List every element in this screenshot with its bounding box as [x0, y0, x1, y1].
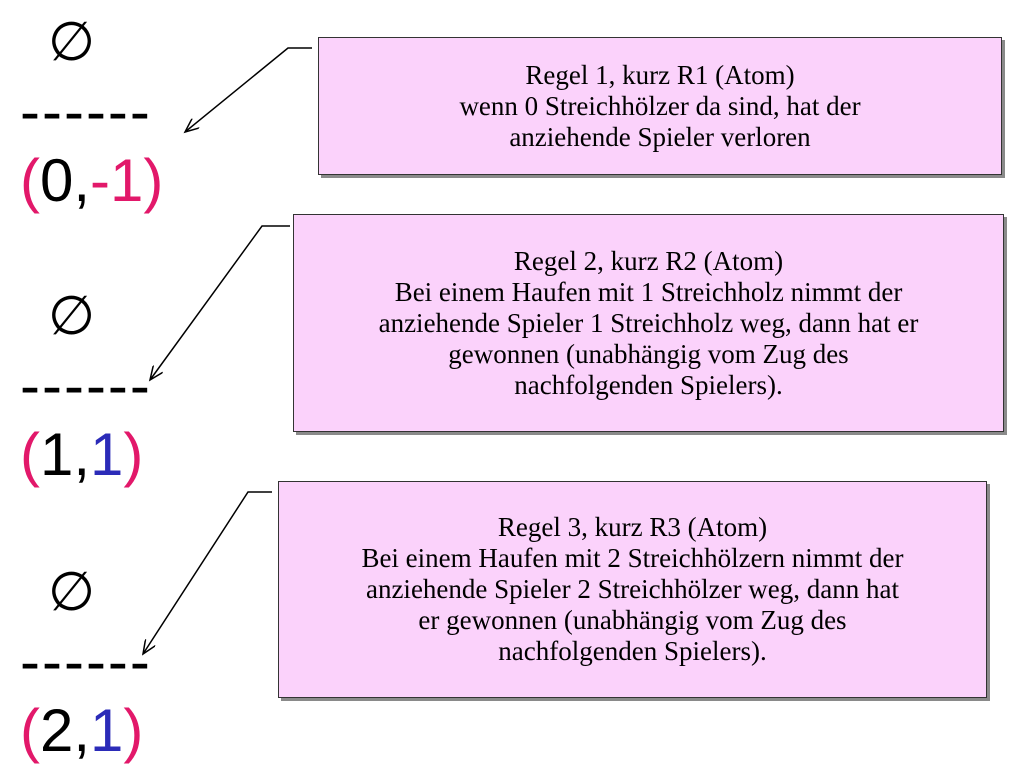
rule-2-line-2: anziehende Spieler 1 Streichholz weg, da… [378, 307, 919, 338]
rule-2-line-1: Bei einem Haufen mit 1 Streichholz nimmt… [394, 276, 903, 307]
rule-2-title: Regel 2, kurz R2 (Atom) [513, 245, 784, 276]
rule-3-line-2: anziehende Spieler 2 Streichhölzer weg, … [365, 574, 900, 604]
position-pair-2: (1,1) [20, 420, 143, 490]
separator-line-1: ------ [20, 78, 152, 145]
rule-3-box: Regel 3, kurz R3 (Atom) Bei einem Haufen… [278, 481, 987, 698]
arrow-rule-2 [150, 225, 290, 380]
rule-3-line-3: er gewonnen (unabhängig vom Zug des [418, 605, 847, 635]
open-paren: ( [20, 147, 40, 214]
open-paren: ( [20, 697, 40, 764]
rule-3-line-4: nachfolgenden Spielers). [498, 636, 767, 666]
separator-line-3: ------ [20, 628, 152, 695]
pair-comma: , [73, 421, 91, 488]
rule-2-line-4: nachfolgenden Spielers). [514, 369, 783, 400]
pair-first-value: 0 [39, 147, 74, 214]
pair-second-value: -1 [90, 147, 144, 214]
rule-1-title: Regel 1, kurz R1 (Atom) [525, 59, 795, 90]
rule-1-line-2: anziehende Spieler verloren [509, 121, 811, 152]
empty-set-symbol-3: ∅ [48, 560, 96, 623]
pair-first-value: 2 [39, 697, 74, 764]
arrow-rule-3 [143, 491, 272, 654]
open-paren: ( [20, 421, 40, 488]
pair-second-value: 1 [90, 697, 124, 764]
close-paren: ) [123, 421, 144, 488]
rule-3-title: Regel 3, kurz R3 (Atom) [497, 512, 768, 542]
pair-second-value: 1 [90, 421, 124, 488]
close-paren: ) [143, 147, 164, 214]
position-pair-1: (0,-1) [20, 146, 163, 216]
rule-2-line-3: gewonnen (unabhängig vom Zug des [448, 338, 849, 369]
empty-set-symbol-1: ∅ [48, 10, 96, 73]
empty-set-symbol-2: ∅ [48, 284, 96, 347]
close-paren: ) [123, 697, 144, 764]
position-pair-3: (2,1) [20, 696, 143, 766]
separator-line-2: ------ [20, 352, 152, 419]
rule-1-line-1: wenn 0 Streichhölzer da sind, hat der [459, 90, 861, 121]
pair-comma: , [73, 697, 91, 764]
arrow-rule-1 [185, 47, 312, 132]
pair-first-value: 1 [39, 421, 74, 488]
rule-2-box: Regel 2, kurz R2 (Atom) Bei einem Haufen… [293, 214, 1004, 432]
rule-3-line-1: Bei einem Haufen mit 2 Streichhölzern ni… [361, 543, 904, 573]
rule-1-box: Regel 1, kurz R1 (Atom) wenn 0 Streichhö… [318, 37, 1002, 175]
pair-comma: , [73, 147, 91, 214]
